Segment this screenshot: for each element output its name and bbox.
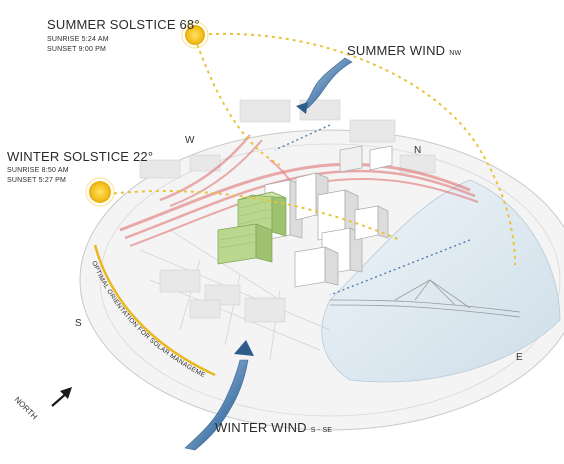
building (294, 246, 339, 288)
winter-solstice-title: WINTER SOLSTICE 22° (7, 149, 154, 164)
summer-sunset: SUNSET 9:00 PM (47, 46, 107, 53)
summer-wind-arrow-icon (296, 57, 353, 114)
compass-west: W (185, 135, 195, 146)
winter-wind-title: WINTER WIND (215, 420, 307, 435)
building (354, 205, 389, 241)
winter-wind-direction: S - SE (310, 427, 333, 434)
winter-wind-arrow-icon (184, 340, 254, 451)
wind-flow-lines (274, 124, 471, 296)
highway-bundle (119, 134, 479, 247)
winter-sun-path (99, 190, 401, 241)
green-block (217, 223, 273, 265)
building (339, 145, 393, 173)
north-arrow-icon (51, 387, 72, 407)
summer-solstice-title: SUMMER SOLSTICE 68° (47, 17, 200, 32)
summer-wind-title: SUMMER WIND (347, 43, 446, 58)
pedestrian-bridge (329, 279, 521, 318)
summer-sun-path (194, 32, 516, 266)
winter-sun-icon (85, 177, 115, 207)
river (321, 179, 561, 383)
compass-south: S (75, 318, 82, 329)
winter-sunrise: SUNRISE 8:50 AM (7, 167, 69, 174)
solar-orientation-arc (93, 244, 216, 377)
compass-north: N (414, 145, 422, 156)
winter-sunset: SUNSET 5:27 PM (7, 177, 67, 184)
summer-sun-icon (181, 21, 209, 49)
summer-wind-direction: NW (449, 50, 462, 57)
compass-east: E (516, 352, 523, 363)
summer-sunrise: SUNRISE 5:24 AM (47, 36, 109, 43)
